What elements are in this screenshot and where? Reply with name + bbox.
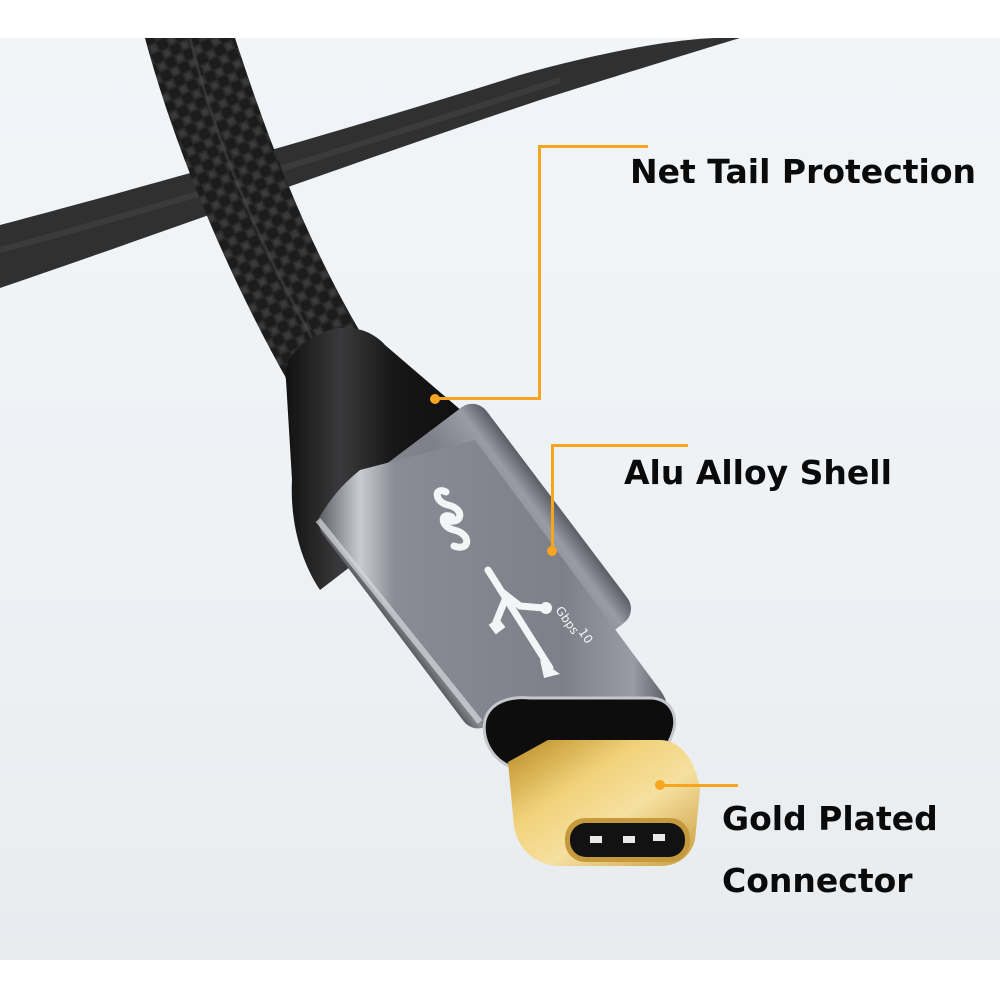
braided-cable (145, 37, 362, 385)
gold-usb-c-plug (508, 740, 700, 866)
shell-body (318, 440, 668, 741)
callout-gold-plated-line2: Connector (722, 861, 913, 900)
callout-alu-alloy-shell: Alu Alloy Shell (624, 453, 892, 492)
callout-gold-plated-line1: Gold Plated (722, 799, 938, 838)
background-cable (0, 38, 740, 288)
callout-lines (430, 145, 738, 790)
callout-net-tail-protection: Net Tail Protection (630, 152, 977, 191)
